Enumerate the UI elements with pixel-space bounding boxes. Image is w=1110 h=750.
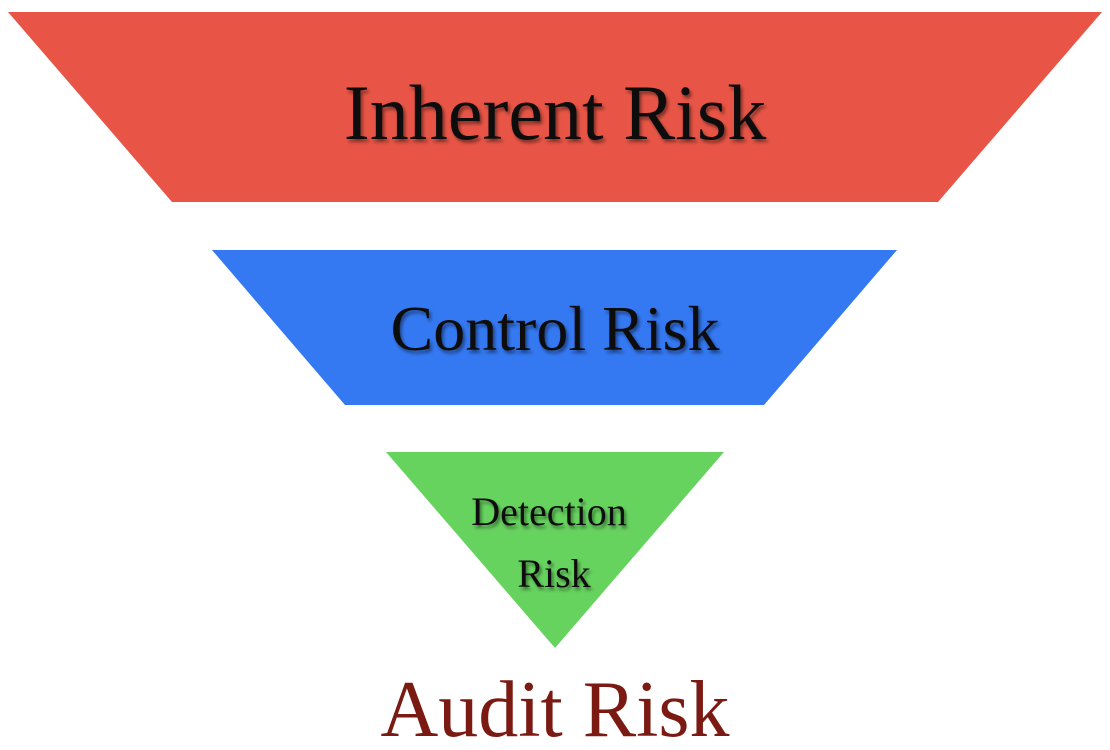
detection-risk-label-line-2: Risk — [517, 551, 590, 596]
control-risk-trapezoid — [212, 250, 897, 405]
control-risk-label: Control Risk — [391, 293, 720, 364]
detection-risk-label: Detection Risk — [471, 489, 637, 596]
detection-risk-label-line-1: Detection — [471, 489, 627, 534]
audit-risk-label: Audit Risk — [381, 666, 730, 750]
inherent-risk-trapezoid — [8, 12, 1102, 202]
inherent-risk-label: Inherent Risk — [344, 69, 766, 156]
detection-risk-triangle — [386, 452, 724, 648]
